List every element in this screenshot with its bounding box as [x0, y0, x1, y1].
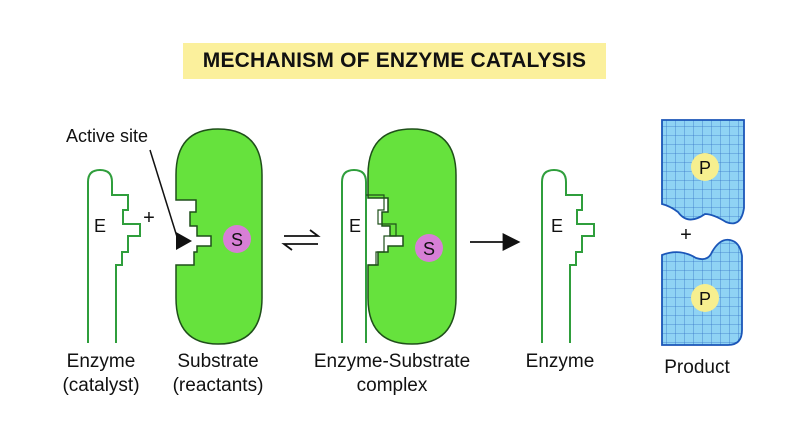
active-site-arrowhead	[176, 232, 192, 250]
enzyme-letter-1: E	[94, 216, 106, 236]
enzyme-letter-2: E	[551, 216, 563, 236]
product-p-circle-2	[691, 284, 719, 312]
product-label: Product	[642, 356, 752, 380]
plus-sign-2: +	[680, 224, 692, 246]
complex-enzyme-shape	[341, 168, 367, 343]
product-p-circle-1	[691, 153, 719, 181]
enzyme-free-label: Enzyme	[505, 350, 615, 374]
enzyme-catalyst-label-line2: (catalyst)	[62, 375, 140, 396]
enzyme-catalyst-label-line1: Enzyme	[66, 351, 136, 372]
diagram-title: MECHANISM OF ENZYME CATALYSIS	[183, 43, 606, 79]
complex-label: Enzyme-Substrate complex	[302, 350, 482, 398]
product-letter-1: P	[699, 158, 711, 178]
product-letter-2: P	[699, 289, 711, 309]
substrate-s-circle	[223, 225, 251, 253]
complex-enzyme-teeth	[366, 194, 397, 266]
complex-s-circle	[415, 234, 443, 262]
enzyme-shape-1	[87, 168, 141, 343]
substrate-label: Substrate (reactants)	[158, 350, 278, 398]
enzyme-catalyst-label: Enzyme (catalyst)	[46, 350, 156, 398]
substrate-label-line2: (reactants)	[172, 375, 264, 396]
equilibrium-arrows-icon	[281, 229, 321, 251]
complex-label-line1: Enzyme-Substrate	[313, 351, 471, 372]
product-label-text: Product	[664, 357, 730, 378]
enzyme-shape-2	[541, 168, 595, 343]
substrate-label-line1: Substrate	[177, 351, 259, 372]
complex-enzyme-letter: E	[349, 216, 361, 236]
plus-sign-1: +	[143, 207, 155, 229]
complex-label-line2: complex	[356, 375, 428, 396]
complex-substrate-shape	[367, 128, 457, 345]
active-site-label: Active site	[66, 126, 148, 146]
active-site-pointer	[149, 149, 179, 241]
substrate-shape	[175, 128, 263, 345]
enzyme-free-label-text: Enzyme	[525, 351, 595, 372]
complex-substrate-letter: S	[423, 239, 435, 259]
substrate-letter: S	[231, 230, 243, 250]
